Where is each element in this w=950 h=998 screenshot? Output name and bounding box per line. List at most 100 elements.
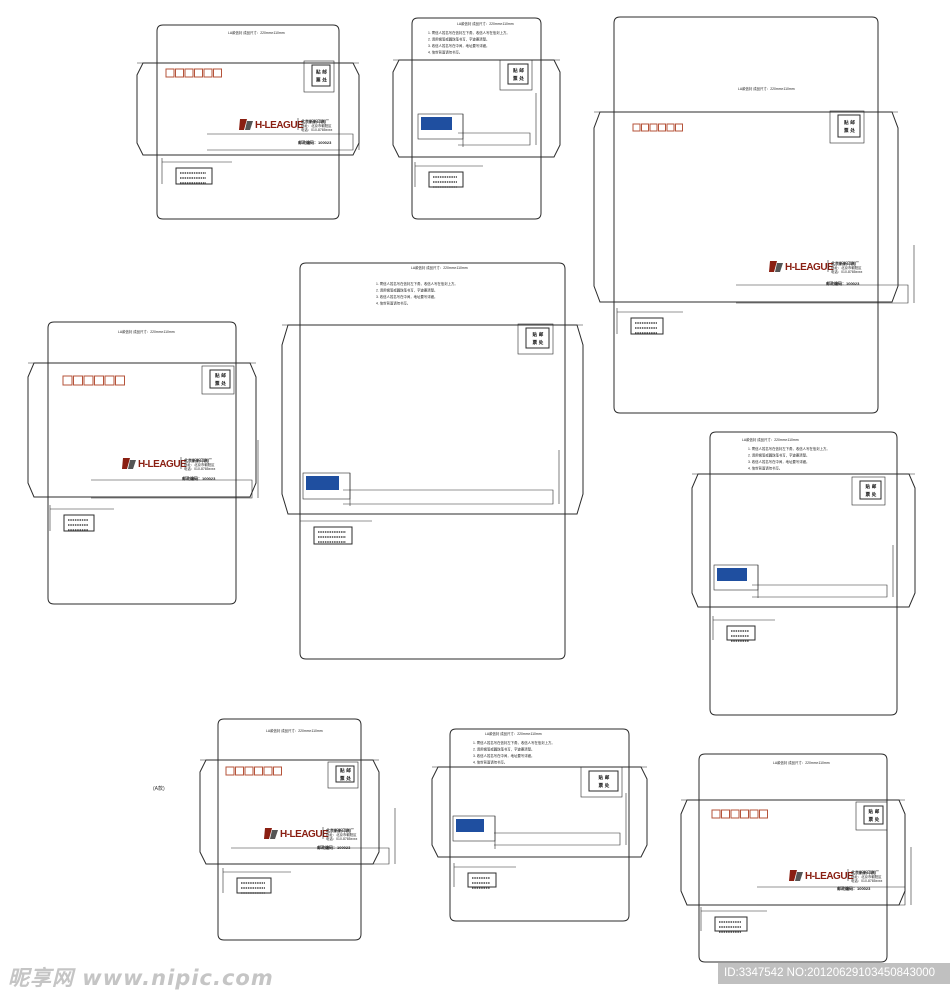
envelope: LA款信封 成品尺寸：220mm×110mm 贴 邮票 处 H-LEAGUE北京新新… bbox=[27, 321, 259, 605]
company-phone: 电话：010-8765xxxx bbox=[301, 127, 333, 132]
logo-mark bbox=[775, 263, 783, 272]
stamp-label-2: 票 处 bbox=[598, 782, 610, 789]
stamp-label-1: 贴 邮 bbox=[513, 67, 524, 74]
sender-box bbox=[616, 308, 683, 335]
instruction-line: 2. 请用钢笔或圆珠笔书写，字迹要清楚。 bbox=[473, 747, 534, 752]
logo-icon bbox=[789, 870, 803, 881]
brand-name: H-LEAGUE bbox=[138, 459, 187, 470]
envelope-outline bbox=[199, 718, 380, 941]
logo-mark bbox=[245, 121, 253, 130]
postcode-box bbox=[94, 375, 104, 386]
size-note: LA款信封 成品尺寸：220mm×110mm bbox=[485, 731, 542, 736]
postcode-box bbox=[658, 123, 666, 132]
stamp-label-2: 票 处 bbox=[214, 380, 226, 387]
address-guide bbox=[736, 284, 909, 304]
postcode-box bbox=[244, 766, 254, 776]
sender-box bbox=[299, 517, 372, 545]
postcode-box bbox=[213, 68, 222, 78]
company-name: 北京新新印刷厂 bbox=[184, 457, 212, 463]
stamp-box-guide bbox=[303, 60, 335, 93]
instruction-line: 4. 信封背面请勿书写。 bbox=[428, 50, 462, 55]
logo-icon bbox=[239, 119, 253, 130]
stamp-label-2: 票 处 bbox=[843, 127, 855, 134]
stamp-label-1: 贴 邮 bbox=[599, 774, 610, 781]
logo-mark bbox=[128, 460, 136, 469]
instruction-line: 2. 请用钢笔或圆珠笔书写，字迹要清楚。 bbox=[376, 288, 437, 293]
sender-box bbox=[414, 162, 483, 188]
company-address: 地址：北京市朝阳区 bbox=[301, 123, 332, 128]
envelope-outline bbox=[593, 16, 899, 414]
size-note: LA款信封 成品尺寸：220mm×110mm bbox=[457, 21, 514, 26]
address-guide bbox=[494, 832, 621, 846]
size-note: LA款信封 成品尺寸：220mm×110mm bbox=[738, 86, 795, 91]
stamp-box-icon: 贴 邮票 处 bbox=[855, 801, 888, 831]
address-guide bbox=[343, 489, 554, 505]
stamp-box-guide bbox=[829, 110, 865, 144]
sender-box bbox=[222, 868, 291, 894]
stamp-box-guide bbox=[327, 761, 359, 789]
company-name: 北京新新印刷厂 bbox=[326, 827, 354, 833]
postcode-box bbox=[165, 68, 175, 78]
size-note: LA款信封 成品尺寸：220mm×110mm bbox=[118, 329, 175, 334]
logo-icon bbox=[122, 458, 136, 469]
stamp-box-frame bbox=[863, 805, 884, 825]
envelope-outline bbox=[680, 753, 906, 963]
stamp-label-1: 贴 邮 bbox=[844, 119, 855, 126]
stamp-box-icon: 贴 邮票 处 bbox=[499, 59, 533, 91]
stamp-box-guide bbox=[201, 365, 235, 395]
instruction-line: 4. 信封背面请勿书写。 bbox=[473, 760, 507, 765]
company-address: 地址：北京市朝阳区 bbox=[326, 832, 357, 837]
postcode-box bbox=[675, 123, 683, 132]
postcode-box bbox=[115, 375, 125, 386]
company-address: 地址：北京市朝阳区 bbox=[184, 462, 215, 467]
stamp-label-1: 贴 邮 bbox=[533, 331, 544, 338]
envelope-front-panel bbox=[299, 324, 566, 515]
stamp-box-frame bbox=[859, 480, 882, 500]
postcode-box bbox=[273, 766, 282, 776]
envelope-outline bbox=[431, 728, 648, 922]
stamp-label-2: 票 处 bbox=[315, 77, 327, 84]
instruction-line: 3. 收信人姓名写在中间，地址要写详细。 bbox=[748, 459, 809, 464]
stamp-box-frame bbox=[311, 64, 331, 87]
company-address: 地址：北京市朝阳区 bbox=[831, 265, 862, 270]
postcode-box bbox=[225, 766, 235, 776]
envelope-outline bbox=[691, 431, 916, 716]
postcode-box bbox=[632, 123, 641, 132]
postcode-box bbox=[749, 809, 759, 819]
postcode-label: 邮政编码：100023 bbox=[837, 885, 871, 891]
envelope: LA款信封 成品尺寸：220mm×110mm 贴 邮票 处 H-LEAGUE北京新新… bbox=[593, 16, 915, 414]
logo-mark bbox=[795, 872, 803, 881]
sender-box bbox=[712, 616, 775, 642]
postcode-box bbox=[641, 123, 649, 132]
stamp-box-icon: 贴 邮票 处 bbox=[303, 60, 335, 93]
sender-frame bbox=[630, 317, 664, 335]
postcode-label: 邮政编码：100023 bbox=[826, 280, 860, 286]
postcode-box bbox=[104, 375, 115, 386]
company-phone: 电话：010-8765xxxx bbox=[326, 836, 358, 841]
stamp-label-2: 票 处 bbox=[868, 816, 880, 823]
stamp-box-icon: 贴 邮票 处 bbox=[580, 766, 623, 798]
envelope-outline bbox=[136, 24, 360, 220]
stamp-label-1: 贴 邮 bbox=[869, 808, 880, 815]
address-guide bbox=[207, 133, 354, 151]
brand-name: H-LEAGUE bbox=[805, 871, 854, 882]
logo-mark bbox=[270, 830, 278, 839]
stamp-box-icon: 贴 邮票 处 bbox=[517, 323, 554, 355]
stamp-box-icon: 贴 邮票 处 bbox=[201, 365, 235, 395]
window-blue-block bbox=[717, 568, 747, 581]
logo-mark bbox=[239, 119, 247, 130]
postcode-box bbox=[73, 375, 83, 386]
size-note: LA款信封 成品尺寸：220mm×110mm bbox=[266, 728, 323, 733]
size-note: LA款信封 成品尺寸：220mm×110mm bbox=[228, 30, 285, 35]
sender-frame bbox=[428, 171, 464, 188]
stamp-label-1: 贴 邮 bbox=[866, 483, 877, 490]
postcode-box bbox=[666, 123, 675, 132]
brand-name: H-LEAGUE bbox=[785, 262, 834, 273]
